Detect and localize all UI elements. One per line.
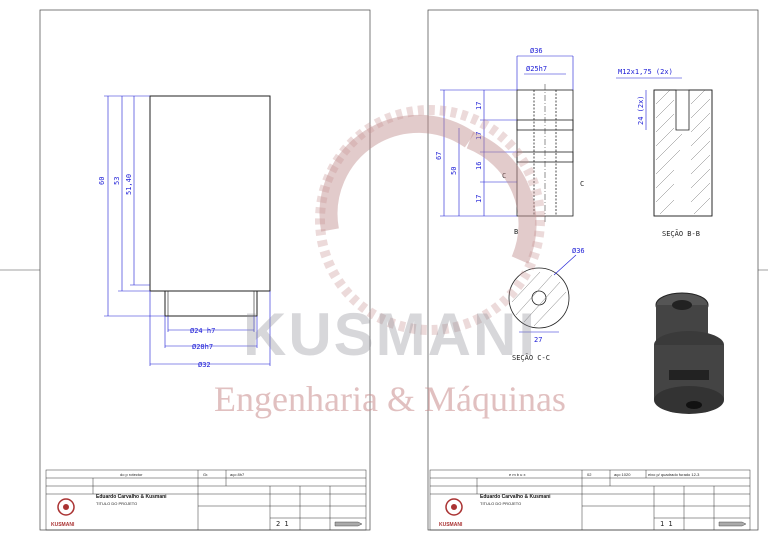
left-pencil-icon [334,521,363,527]
left-drawing-sheet: 60 53 51,40 Ø24 h7 Ø28h7 Ø32 do p rotect… [0,0,385,543]
right-tb-title: eixo p/ quadrado furado 12-3 [648,472,700,477]
dim-depth-24: 24 (2x) [637,95,645,125]
section-c-c-label: SEÇÃO C-C [512,353,550,362]
dim-height-17a: 17 [475,102,483,110]
dim-height-67: 67 [435,152,443,160]
dim-diameter-28: Ø28h7 [192,343,213,351]
left-tb-company: Eduardo Carvalho & Kusmani [96,494,167,500]
dim-thread-m12: M12x1,75 (2x) [618,68,673,76]
right-logo-text: KUSMANI [439,522,463,528]
right-tb-company: Eduardo Carvalho & Kusmani [480,494,551,500]
cut-label-c-right: C [580,180,584,188]
part-shank [164,290,258,317]
part-body [149,95,271,292]
dim-height-17c: 17 [475,195,483,203]
isometric-part-render [654,292,724,414]
right-tb-material: aço 1020 [614,472,631,477]
cut-label-c-left: C [502,172,506,180]
right-drawing: Ø36 Ø25h7 67 50 17 17 16 17 C C B [427,9,768,531]
dim-diameter-24: Ø24 h7 [190,327,215,335]
section-c-c [508,267,570,329]
dim-height-50: 50 [450,167,458,175]
left-title-block [45,469,367,531]
left-drawing: 60 53 51,40 Ø24 h7 Ø28h7 Ø32 do p rotect… [0,9,371,531]
left-tb-sheet-number: 2 1 [276,520,289,528]
dim-section-diameter-36: Ø36 [572,247,585,255]
left-logo-icon [57,498,75,516]
dim-top-diameter-25: Ø25h7 [526,65,547,73]
right-tb-project: TITULO DO PROJETO [480,501,521,506]
right-logo-icon [445,498,463,516]
dim-width-27: 27 [534,336,542,344]
left-tb-project: TITULO DO PROJETO [96,501,137,506]
right-tb-grade: 02 [587,472,592,477]
dim-height-16: 16 [475,162,483,170]
left-tb-material: aço 8h7 [230,472,245,477]
cut-label-b: B [514,228,518,236]
dim-top-diameter-36: Ø36 [530,47,543,55]
dim-diameter-32: Ø32 [198,361,211,369]
right-pencil-icon [718,521,747,527]
left-tb-grade: Gr. [203,472,208,477]
left-tb-description: do p rotector [120,472,143,477]
section-b-b [653,89,713,217]
section-b-b-label: SEÇÃO B-B [662,229,700,238]
right-title-block [429,469,751,531]
right-tb-sheet-number: 1 1 [660,520,673,528]
dim-height-17b: 17 [475,132,483,140]
left-logo-text: KUSMANI [51,522,75,528]
right-drawing-sheet: Ø36 Ø25h7 67 50 17 17 16 17 C C B [384,0,768,543]
front-view [516,84,574,222]
right-tb-description: e m b u x [509,472,525,477]
dim-height-51: 51,40 [125,174,133,195]
watermark-subtitle: Engenharia & Máquinas [214,379,566,419]
dim-height-60: 60 [98,177,106,185]
dim-height-53: 53 [113,177,121,185]
watermark-brand: KUSMANI [243,301,537,368]
